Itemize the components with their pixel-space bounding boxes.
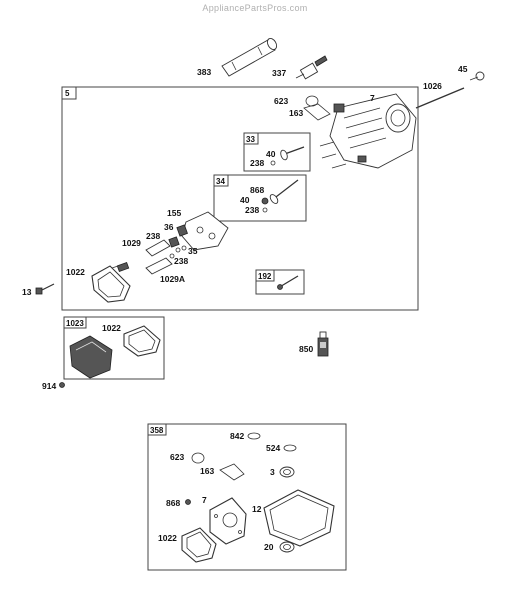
- part-12-base-gasket[interactable]: [263, 489, 335, 547]
- part-1029A-rocker-arm[interactable]: [145, 257, 173, 275]
- part-524-oring[interactable]: [283, 444, 297, 452]
- part-1026-dipstick-rod[interactable]: [415, 87, 465, 109]
- label-7-head: 7: [370, 93, 375, 103]
- label-1029A: 1029A: [160, 274, 185, 284]
- box-358-frame: [147, 423, 347, 571]
- label-36: 36: [164, 222, 174, 232]
- label-163: 163: [289, 108, 303, 118]
- label-1029: 1029: [122, 238, 141, 248]
- label-914: 914: [42, 381, 56, 391]
- part-155-rocker-cover-plate[interactable]: [181, 211, 229, 251]
- part-914-screw[interactable]: [59, 382, 65, 388]
- label-163-set: 163: [200, 466, 214, 476]
- part-13-bolt[interactable]: [35, 283, 55, 295]
- part-238-keeper-b[interactable]: [262, 207, 268, 213]
- part-3-oil-seal[interactable]: [279, 466, 295, 478]
- label-623-set: 623: [170, 452, 184, 462]
- part-850-bottle[interactable]: [317, 331, 329, 357]
- label-40-b: 40: [240, 195, 250, 205]
- part-1022-gasket[interactable]: [91, 265, 131, 303]
- label-337: 337: [272, 68, 286, 78]
- label-524: 524: [266, 443, 280, 453]
- part-breather-valve[interactable]: [111, 261, 130, 273]
- part-40-intake-valve[interactable]: [279, 146, 305, 161]
- box-358-label: 358: [150, 426, 164, 435]
- label-868: 868: [250, 185, 264, 195]
- box-34-frame: [213, 174, 307, 222]
- label-850: 850: [299, 344, 313, 354]
- part-1029-rocker-arm[interactable]: [145, 239, 171, 257]
- label-238-a: 238: [250, 158, 264, 168]
- part-163-gasket-set[interactable]: [219, 463, 245, 481]
- part-238-keeper-d[interactable]: [169, 253, 175, 259]
- label-12: 12: [252, 504, 262, 514]
- label-1022: 1022: [66, 267, 85, 277]
- part-842-seal[interactable]: [247, 432, 261, 440]
- part-36-spring[interactable]: [176, 224, 188, 237]
- label-238-d: 238: [174, 256, 188, 266]
- label-238-b: 238: [245, 205, 259, 215]
- part-238-keeper-a[interactable]: [270, 160, 276, 166]
- label-13: 13: [22, 287, 32, 297]
- part-192-breather[interactable]: [277, 275, 299, 290]
- part-868-seal-set[interactable]: [185, 499, 191, 505]
- part-35-rotator[interactable]: [175, 245, 187, 253]
- label-1026: 1026: [423, 81, 442, 91]
- part-7-head-gasket[interactable]: [209, 497, 247, 545]
- label-35: 35: [188, 246, 198, 256]
- part-238-keeper-c[interactable]: [168, 236, 180, 248]
- box-34-label: 34: [216, 177, 225, 186]
- label-868-set: 868: [166, 498, 180, 508]
- part-45-screw[interactable]: [469, 71, 485, 81]
- part-1022-cover-gasket-set[interactable]: [181, 527, 217, 563]
- watermark-text: AppliancePartsPros.com: [202, 3, 308, 13]
- part-20-oil-seal[interactable]: [279, 541, 295, 553]
- box-1023-frame: [63, 316, 165, 380]
- part-868-rotator[interactable]: [261, 197, 269, 205]
- box-5-frame: [61, 86, 419, 311]
- box-33-frame: [243, 132, 311, 172]
- label-7-set: 7: [202, 495, 207, 505]
- label-40-a: 40: [266, 149, 276, 159]
- label-45: 45: [458, 64, 468, 74]
- label-842: 842: [230, 431, 244, 441]
- label-623: 623: [274, 96, 288, 106]
- box-5-label: 5: [65, 89, 70, 98]
- part-383-tube[interactable]: [221, 37, 278, 77]
- label-383: 383: [197, 67, 211, 77]
- label-20: 20: [264, 542, 274, 552]
- part-1023-valve-cover[interactable]: [69, 335, 113, 379]
- part-337-spark-plug[interactable]: [295, 55, 328, 80]
- part-163-gasket[interactable]: [303, 103, 331, 121]
- box-192-frame: [255, 269, 305, 295]
- label-155: 155: [167, 208, 181, 218]
- part-40-exhaust-valve[interactable]: [269, 179, 299, 205]
- label-1022-set: 1022: [158, 533, 177, 543]
- part-7-cylinder-head[interactable]: [329, 93, 417, 169]
- box-1023-label: 1023: [66, 319, 84, 328]
- label-3: 3: [270, 467, 275, 477]
- label-238-c: 238: [146, 231, 160, 241]
- label-1022-cover: 1022: [102, 323, 121, 333]
- box-192-label: 192: [258, 272, 272, 281]
- box-33-label: 33: [246, 135, 255, 144]
- part-1022-cover-gasket[interactable]: [123, 325, 161, 357]
- part-studs: [319, 141, 347, 169]
- part-623-oring-set[interactable]: [191, 452, 205, 464]
